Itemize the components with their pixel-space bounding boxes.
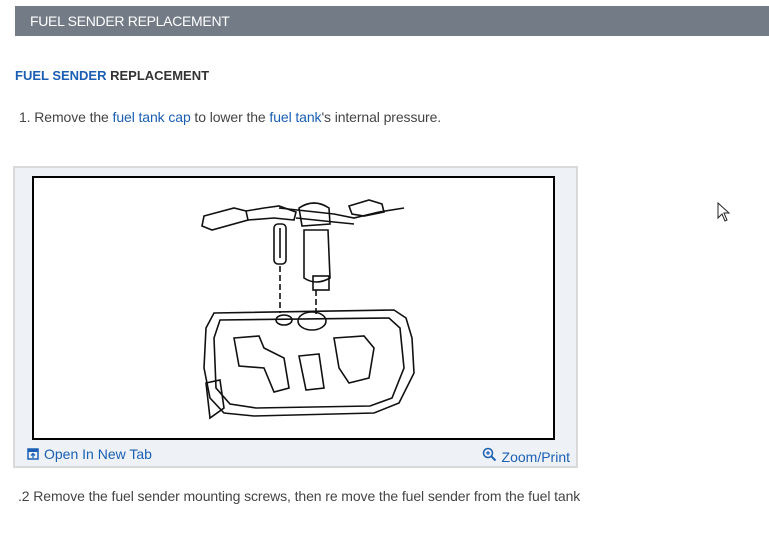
fuel-tank-diagram[interactable]	[32, 176, 555, 440]
zoom-print-label: Zoom/Print	[501, 449, 570, 465]
zoom-in-icon	[482, 447, 496, 461]
section-title-rest: REPLACEMENT	[106, 68, 210, 83]
step-1-text-suffix: 's internal pressure.	[321, 109, 442, 125]
open-new-tab-icon	[27, 448, 39, 460]
open-new-tab-label: Open In New Tab	[44, 446, 152, 462]
step-1: 1. Remove the fuel tank cap to lower the…	[19, 109, 441, 125]
open-new-tab-button[interactable]: Open In New Tab	[27, 446, 152, 462]
page-header-bar: FUEL SENDER REPLACEMENT	[15, 6, 769, 36]
diagram-image	[201, 199, 415, 420]
section-title: FUEL SENDER REPLACEMENT	[15, 68, 209, 83]
fuel-tank-link[interactable]: fuel tank	[269, 109, 322, 125]
figure-container: Open In New Tab Zoom/Print	[13, 166, 578, 468]
section-title-link[interactable]: FUEL SENDER	[15, 68, 107, 83]
step-2-text: .2 Remove the fuel sender mounting screw…	[18, 488, 581, 504]
mouse-cursor-icon	[717, 202, 731, 222]
page-header-title: FUEL SENDER REPLACEMENT	[30, 13, 230, 29]
step-1-text: 1. Remove the	[19, 109, 113, 125]
step-2: .2 Remove the fuel sender mounting screw…	[18, 488, 580, 504]
fuel-tank-cap-link[interactable]: fuel tank cap	[112, 109, 191, 125]
step-1-text-middle: to lower the	[190, 109, 270, 125]
zoom-print-button[interactable]: Zoom/Print	[482, 443, 570, 465]
